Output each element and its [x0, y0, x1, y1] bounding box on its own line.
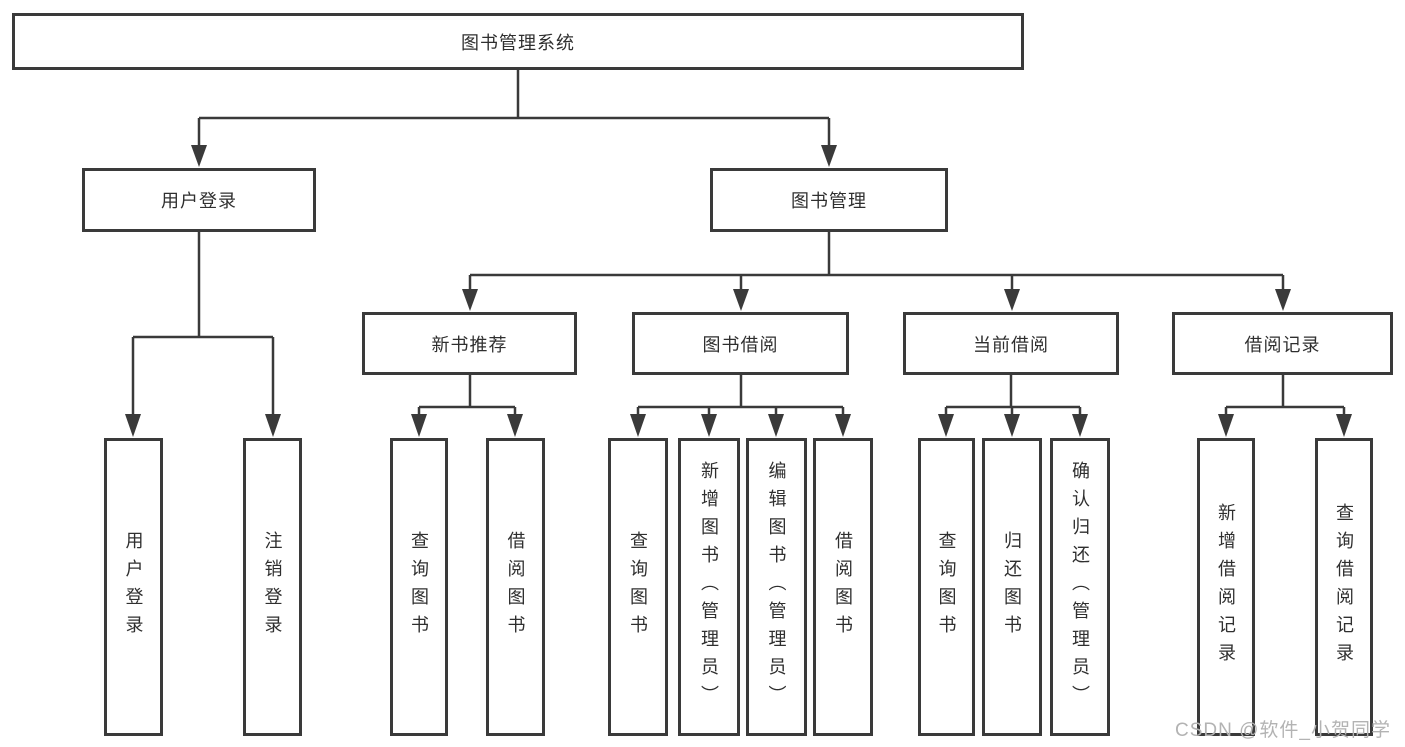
leaf-query-books-borrowing-label: 查询图书: [628, 531, 648, 643]
leaf-query-books-recommend: 查询图书: [390, 438, 448, 736]
leaf-query-books-current-label: 查询图书: [936, 531, 957, 643]
node-library-management-system-label: 图书管理系统: [461, 32, 575, 53]
node-new-book-recommendation: 新书推荐: [362, 312, 577, 375]
node-borrowing-records-label: 借阅记录: [1244, 334, 1321, 355]
leaf-query-books-recommend-label: 查询图书: [409, 531, 429, 643]
leaf-add-borrow-record: 新增借阅记录: [1197, 438, 1255, 736]
leaf-return-books-label: 归还图书: [1002, 531, 1022, 643]
leaf-borrow-books-recommend: 借阅图书: [486, 438, 545, 736]
node-user-login: 用户登录: [82, 168, 316, 232]
node-new-book-recommendation-label: 新书推荐: [431, 334, 508, 355]
node-user-login-label: 用户登录: [161, 191, 237, 211]
leaf-add-books-admin: 新增图书（管理员）: [678, 438, 740, 736]
leaf-query-borrow-record: 查询借阅记录: [1315, 438, 1373, 736]
leaf-query-books-borrowing: 查询图书: [608, 438, 668, 736]
leaf-confirm-return-admin-label: 确认归还（管理员）: [1070, 461, 1090, 713]
node-book-borrowing-label: 图书借阅: [702, 334, 779, 355]
leaf-logout-label: 注销登录: [262, 531, 283, 643]
leaf-logout: 注销登录: [243, 438, 302, 736]
leaf-confirm-return-admin: 确认归还（管理员）: [1050, 438, 1110, 736]
node-book-management: 图书管理: [710, 168, 948, 232]
leaf-query-borrow-record-label: 查询借阅记录: [1334, 503, 1354, 671]
leaf-return-books: 归还图书: [982, 438, 1042, 736]
leaf-edit-books-admin-label: 编辑图书（管理员）: [766, 461, 787, 713]
leaf-edit-books-admin: 编辑图书（管理员）: [746, 438, 807, 736]
node-library-management-system: 图书管理系统: [12, 13, 1024, 70]
leaf-borrow-books-label: 借阅图书: [833, 531, 853, 643]
node-borrowing-records: 借阅记录: [1172, 312, 1393, 375]
leaf-borrow-books-recommend-label: 借阅图书: [505, 531, 526, 643]
node-book-borrowing: 图书借阅: [632, 312, 849, 375]
leaf-add-books-admin-label: 新增图书（管理员）: [699, 461, 719, 713]
csdn-watermark: CSDN @软件_小贺同学: [1175, 720, 1391, 741]
leaf-user-login: 用户登录: [104, 438, 163, 736]
node-book-management-label: 图书管理: [791, 191, 867, 211]
leaf-borrow-books: 借阅图书: [813, 438, 873, 736]
leaf-add-borrow-record-label: 新增借阅记录: [1216, 503, 1236, 671]
arrowhead-icons: [125, 145, 1352, 437]
node-current-borrowing-label: 当前借阅: [973, 334, 1049, 355]
node-current-borrowing: 当前借阅: [903, 312, 1119, 375]
leaf-user-login-label: 用户登录: [123, 531, 144, 643]
leaf-query-books-current: 查询图书: [918, 438, 975, 736]
